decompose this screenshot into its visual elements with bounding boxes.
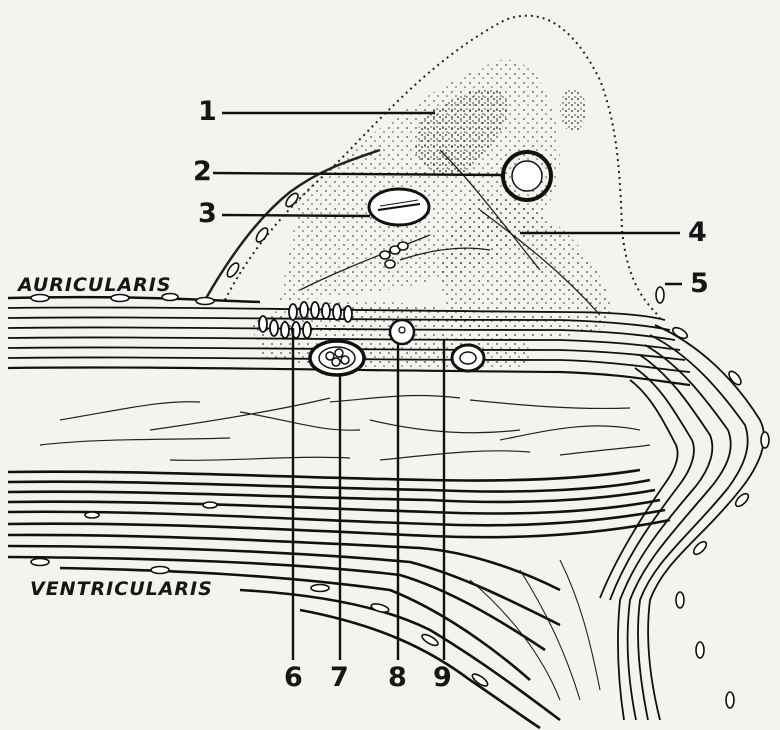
- label-7: 7: [330, 664, 349, 691]
- label-3: 3: [198, 200, 217, 227]
- small-dotted-structure: [560, 88, 586, 132]
- vessel-9: [452, 345, 484, 371]
- label-8: 8: [388, 664, 407, 691]
- label-auricularis: AURICULARIS: [18, 276, 172, 295]
- label-2: 2: [193, 158, 212, 185]
- label-5: 5: [690, 270, 709, 297]
- label-4: 4: [688, 219, 707, 246]
- vessel-7: [310, 341, 364, 375]
- surface-nuclei-right: [656, 287, 769, 708]
- vessel-8: [390, 320, 414, 344]
- label-ventricularis: VENTRICULARIS: [30, 580, 213, 599]
- fibrous-annulus-lines: [40, 395, 650, 460]
- lower-fan-lines: [470, 560, 600, 700]
- stippled-region-right: [442, 198, 611, 337]
- label-9: 9: [433, 664, 452, 691]
- vessel-oval-3: [369, 189, 429, 225]
- label-1: 1: [198, 98, 217, 125]
- label-6: 6: [284, 664, 303, 691]
